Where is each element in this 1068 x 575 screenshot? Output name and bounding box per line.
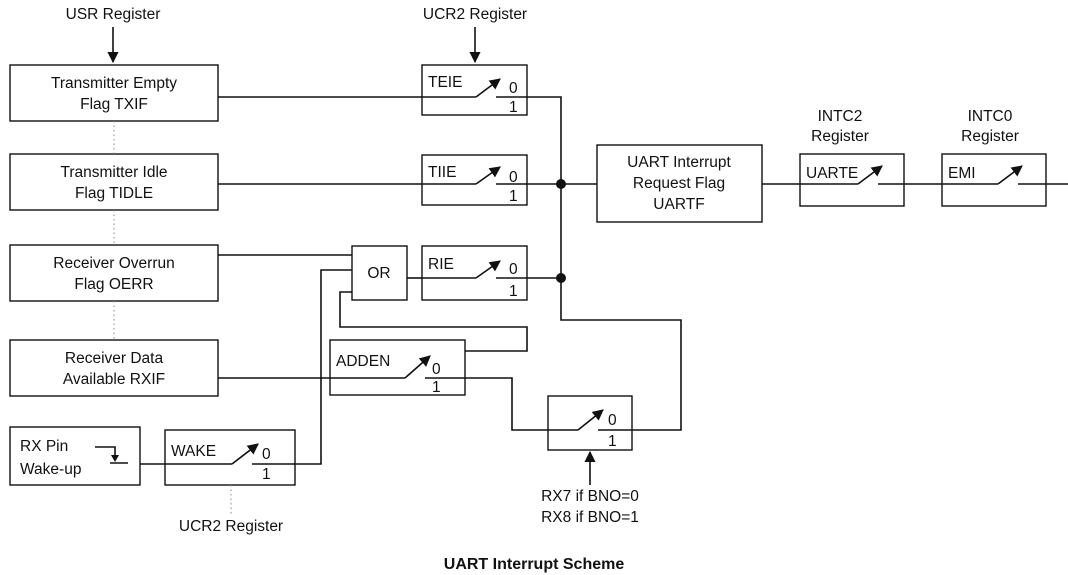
intc0-register-label-1: INTC0 (968, 108, 1013, 125)
oerr-flag-box: Receiver Overrun Flag OERR (9, 244, 219, 302)
intc2-register-label-1: INTC2 (818, 108, 863, 125)
tidle-flag-box: Transmitter Idle Flag TIDLE (9, 153, 219, 211)
tiie-pos0: 0 (509, 169, 518, 186)
tiie-pos1: 1 (509, 188, 518, 205)
bus-junction-tiie (556, 179, 566, 189)
intc0-register-label-2: Register (961, 128, 1019, 145)
adden-pos0: 0 (432, 361, 441, 378)
tiie-label: TIIE (428, 164, 456, 181)
rx8-bno1-label: RX8 if BNO=1 (541, 509, 639, 526)
uartf-line1: UART Interrupt (627, 154, 731, 171)
uarte-label: UARTE (806, 165, 858, 182)
oerr-line2: Flag OERR (74, 276, 153, 293)
rxif-line2: Available RXIF (63, 371, 165, 388)
rie-label: RIE (428, 256, 454, 273)
wake-pos1: 1 (262, 466, 271, 483)
ucr2-register-top-label: UCR2 Register (423, 6, 527, 23)
adden-label: ADDEN (336, 353, 390, 370)
tidle-line2: Flag TIDLE (75, 185, 153, 202)
wake-label: WAKE (171, 443, 216, 460)
ucr2-register-bottom-label: UCR2 Register (179, 518, 283, 535)
teie-switch: TEIE 0 1 (421, 64, 528, 116)
wake-switch: WAKE 0 1 (140, 429, 296, 486)
txif-line2: Flag TXIF (80, 96, 148, 113)
wake-pos0: 0 (262, 446, 271, 463)
tidle-line1: Transmitter Idle (60, 164, 167, 181)
rx-pin-wakeup-box: RX Pin Wake-up (9, 426, 141, 486)
teie-label: TEIE (428, 74, 462, 91)
rxpin-line1: RX Pin (20, 438, 68, 455)
uartf-line3: UARTF (653, 196, 704, 213)
wires (218, 96, 1068, 515)
uarte-switch: UARTE (799, 153, 905, 207)
bno-select-switch: 0 1 (547, 395, 633, 451)
or-gate-label: OR (367, 265, 390, 282)
rxif-line1: Receiver Data (65, 350, 164, 367)
rxif-flag-box: Receiver Data Available RXIF (9, 339, 219, 397)
tiie-switch: TIIE 0 1 (421, 154, 528, 206)
txif-flag-box: Transmitter Empty Flag TXIF (9, 64, 219, 122)
bno-pos0: 0 (608, 412, 617, 429)
usr-register-label: USR Register (66, 6, 161, 23)
rie-pos1: 1 (509, 283, 518, 300)
diagram-caption: UART Interrupt Scheme (444, 556, 625, 573)
rxpin-line2: Wake-up (20, 461, 81, 478)
uartf-line2: Request Flag (633, 175, 725, 192)
intc2-register-label-2: Register (811, 128, 869, 145)
txif-line1: Transmitter Empty (51, 75, 177, 92)
bno-pos1: 1 (608, 433, 617, 450)
uartf-box: UART Interrupt Request Flag UARTF (596, 144, 763, 223)
teie-pos1: 1 (509, 99, 518, 116)
bus-junction-rie (556, 273, 566, 283)
teie-pos0: 0 (509, 80, 518, 97)
emi-label: EMI (948, 165, 976, 182)
oerr-line1: Receiver Overrun (53, 255, 174, 272)
rie-switch: RIE 0 1 (421, 245, 528, 301)
or-gate: OR (351, 245, 408, 301)
rx7-bno0-label: RX7 if BNO=0 (541, 488, 639, 505)
emi-switch: EMI (941, 153, 1047, 207)
rie-pos0: 0 (509, 261, 518, 278)
adden-pos1: 1 (432, 379, 441, 396)
adden-switch: ADDEN 0 1 (329, 339, 466, 396)
